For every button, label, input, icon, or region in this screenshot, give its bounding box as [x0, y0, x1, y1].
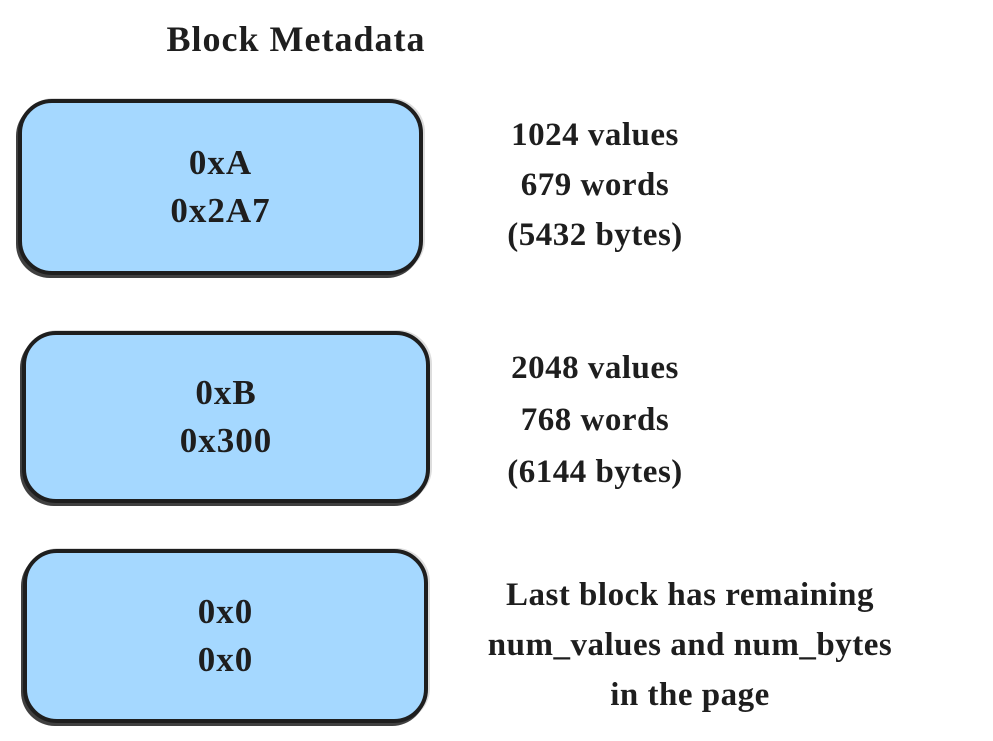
diagram-title: Block Metadata: [166, 19, 426, 59]
block-2-annotation-words: 768 words: [520, 402, 670, 438]
block-3-annotation: Last block has remaining num_values and …: [440, 570, 940, 720]
block-2-line-2: 0x300: [179, 421, 273, 460]
block-3-annotation-line-3: in the page: [610, 677, 770, 713]
block-3-annotation-line-2: num_values and num_bytes: [487, 627, 893, 663]
block-1-annotation-bytes: (5432 bytes): [507, 217, 683, 253]
block-3-line-1: 0x0: [197, 592, 254, 631]
block-1-annotation-words: 679 words: [520, 167, 670, 203]
block-2-annotation-bytes: (6144 bytes): [507, 454, 683, 490]
block-1-annotation: 1024 values 679 words (5432 bytes): [430, 110, 760, 260]
block-2-line-1: 0xB: [195, 373, 257, 412]
block-box-2: 0xB 0x300: [22, 331, 430, 503]
block-1-line-1: 0xA: [188, 143, 253, 182]
block-3-line-2: 0x0: [197, 640, 254, 679]
block-1-annotation-values: 1024 values: [511, 117, 679, 153]
block-box-1: 0xA 0x2A7: [18, 99, 423, 275]
block-3-annotation-line-1: Last block has remaining: [505, 577, 875, 613]
block-2-annotation-values: 2048 values: [511, 350, 679, 386]
block-2-annotation: 2048 values 768 words (6144 bytes): [430, 342, 760, 498]
block-1-line-2: 0x2A7: [170, 191, 271, 230]
block-box-3: 0x0 0x0: [23, 549, 428, 723]
